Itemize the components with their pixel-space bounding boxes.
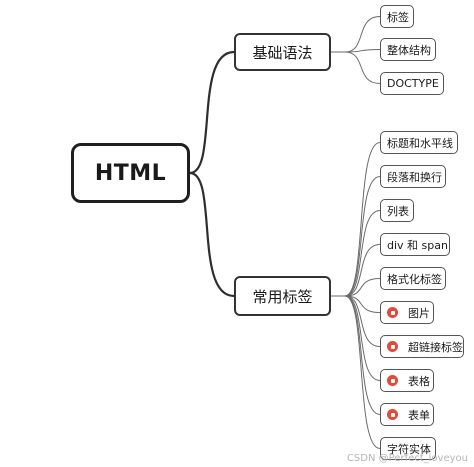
leaf-char-entity[interactable]: 字符实体 bbox=[380, 437, 436, 460]
branch-label: 基础语法 bbox=[252, 43, 313, 62]
leaf-label: 标题和水平线 bbox=[387, 136, 453, 150]
branch-basic-syntax[interactable]: 基础语法 bbox=[234, 33, 331, 71]
flag-icon bbox=[387, 307, 398, 318]
leaf-list[interactable]: 列表 bbox=[380, 199, 414, 222]
leaf-label: div 和 span bbox=[387, 238, 448, 252]
leaf-form[interactable]: 表单 bbox=[380, 403, 434, 426]
leaf-label: 整体结构 bbox=[387, 43, 431, 57]
leaf-hyperlink[interactable]: 超链接标签 bbox=[380, 335, 464, 358]
branch-leaf-connector bbox=[331, 142, 381, 297]
leaf-image[interactable]: 图片 bbox=[380, 301, 434, 324]
branch-leaf-connector bbox=[331, 295, 381, 347]
leaf-label: 列表 bbox=[387, 204, 409, 218]
branch-leaf-connector bbox=[331, 210, 381, 297]
branch-leaf-connector bbox=[331, 244, 381, 297]
watermark: CSDN @Perfect_loveyou bbox=[346, 453, 468, 464]
root-label: HTML bbox=[94, 160, 167, 186]
branch-leaf-connector bbox=[331, 295, 381, 381]
leaf-heading-hr[interactable]: 标题和水平线 bbox=[380, 131, 458, 154]
leaf-paragraph-br[interactable]: 段落和换行 bbox=[380, 165, 446, 188]
leaf-tag[interactable]: 标签 bbox=[380, 5, 414, 28]
leaf-label: 字符实体 bbox=[387, 442, 431, 456]
branch-common-tags[interactable]: 常用标签 bbox=[234, 276, 331, 316]
leaf-label: 标签 bbox=[387, 10, 409, 24]
flag-icon bbox=[387, 375, 398, 386]
leaf-table[interactable]: 表格 bbox=[380, 369, 434, 392]
leaf-label: DOCTYPE bbox=[387, 77, 439, 90]
leaf-label: 段落和换行 bbox=[387, 170, 442, 184]
branch-leaf-connector bbox=[331, 16, 381, 53]
leaf-label: 图片 bbox=[408, 306, 430, 320]
leaf-doctype[interactable]: DOCTYPE bbox=[380, 72, 444, 95]
leaf-label: 超链接标签 bbox=[408, 340, 463, 354]
branch-leaf-connector bbox=[331, 51, 381, 84]
leaf-label: 格式化标签 bbox=[387, 272, 442, 286]
branch-leaf-connector bbox=[331, 295, 381, 449]
root-node[interactable]: HTML bbox=[71, 143, 190, 203]
branch-label: 常用标签 bbox=[252, 287, 313, 306]
leaf-div-span[interactable]: div 和 span bbox=[380, 233, 450, 256]
leaf-label: 表格 bbox=[408, 374, 430, 388]
leaf-format-tags[interactable]: 格式化标签 bbox=[380, 267, 446, 290]
branch-leaf-connector bbox=[331, 176, 381, 297]
leaf-label: 表单 bbox=[408, 408, 430, 422]
flag-icon bbox=[387, 409, 398, 420]
flag-icon bbox=[387, 341, 398, 352]
root-branch-connector bbox=[189, 171, 235, 298]
leaf-overall-structure[interactable]: 整体结构 bbox=[380, 38, 436, 61]
root-branch-connector bbox=[189, 50, 235, 175]
